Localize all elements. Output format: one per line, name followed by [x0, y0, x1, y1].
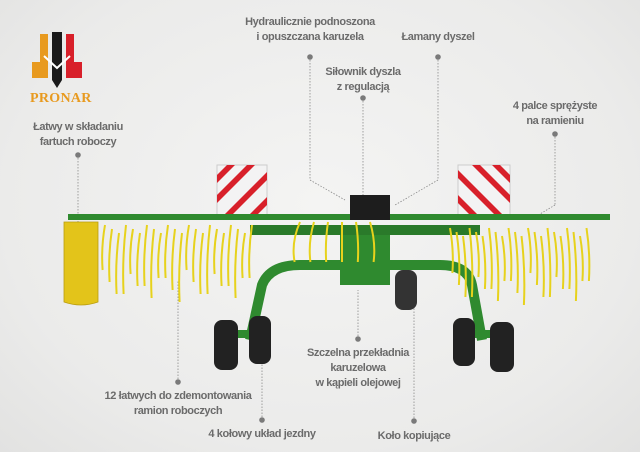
tine [566, 227, 571, 290]
tine [129, 228, 134, 275]
tine [527, 227, 532, 274]
tine [533, 231, 539, 286]
callout-copy-wheel: Koło kopiujące [377, 430, 451, 442]
warning-board-right [457, 164, 511, 218]
tine [488, 227, 493, 290]
wheels [214, 270, 514, 372]
tine [514, 231, 519, 294]
tine [220, 232, 225, 287]
warning-board-left [216, 164, 268, 218]
tine [178, 232, 183, 303]
tine [559, 235, 565, 290]
tine [101, 224, 106, 271]
tine [520, 235, 526, 306]
frame [68, 195, 610, 342]
tine [108, 228, 113, 283]
tine [501, 235, 506, 282]
tine [150, 228, 155, 299]
tine [164, 224, 169, 279]
tine [206, 224, 211, 295]
tine [455, 231, 461, 286]
tine [324, 221, 329, 263]
tine [171, 228, 176, 291]
tine [475, 231, 480, 278]
tine [553, 231, 558, 278]
tine [462, 235, 467, 298]
tine [546, 227, 552, 298]
tine [248, 224, 253, 279]
callout-drawbar: Łamany dyszel [401, 31, 475, 43]
tine [143, 224, 148, 287]
tine [199, 232, 204, 295]
tine [572, 231, 578, 302]
tine [494, 231, 500, 302]
pronar-logo [32, 32, 82, 88]
tine [192, 228, 197, 283]
callout-chassis: 4 kołowy układ jezdny [208, 428, 316, 440]
tine [234, 228, 239, 299]
callout-dots [75, 54, 558, 424]
tine [481, 235, 487, 290]
tines [101, 221, 591, 306]
tine [157, 232, 162, 279]
tine [185, 224, 190, 271]
tine [122, 224, 127, 295]
tine [227, 224, 232, 287]
tine [115, 232, 120, 295]
tine [136, 232, 141, 287]
tine [449, 227, 454, 274]
tine [540, 235, 545, 298]
tine [369, 221, 376, 263]
tine [355, 221, 360, 263]
apron [63, 221, 99, 306]
tine [579, 235, 584, 282]
tine [585, 227, 591, 282]
tine [468, 227, 474, 298]
brand-name: PRONAR [30, 91, 92, 106]
tine [213, 228, 218, 275]
tine [507, 227, 513, 282]
tine [241, 232, 246, 279]
tine [292, 221, 301, 263]
tine [308, 221, 315, 263]
